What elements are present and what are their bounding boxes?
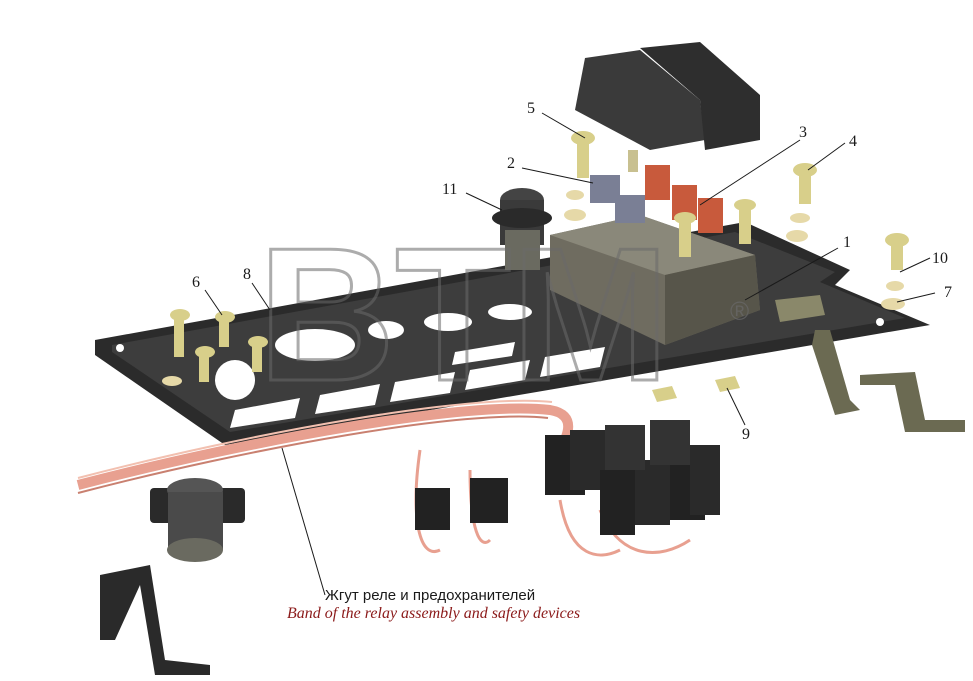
- watermark-registered-mark: ®: [730, 296, 749, 326]
- round-connector: [150, 478, 245, 562]
- relay-socket-cluster: [545, 420, 720, 535]
- callout-4: 4: [849, 133, 857, 150]
- push-button: [492, 188, 552, 270]
- bolt-center-b: [674, 212, 696, 257]
- fuses: [590, 165, 723, 233]
- callout-6: 6: [192, 274, 200, 291]
- caption: Жгут реле и предохранителей Band of the …: [287, 587, 580, 622]
- watermark-text: BTM: [258, 209, 670, 421]
- callouts: 1 2 3 4 5 6 7 8 9 10 11: [192, 100, 952, 443]
- callout-7: 7: [944, 284, 952, 301]
- relay-covers: [575, 42, 760, 172]
- washers: [162, 190, 905, 386]
- nuts-9: [652, 376, 740, 402]
- bolt-10: [885, 233, 909, 270]
- callout-8: 8: [243, 266, 251, 283]
- caption-english: Band of the relay assembly and safety de…: [287, 605, 580, 622]
- caption-russian: Жгут реле и предохранителей: [325, 587, 535, 604]
- callout-3: 3: [799, 124, 807, 141]
- bolts: [170, 131, 909, 382]
- fuse-block: [550, 215, 760, 345]
- callout-1: 1: [843, 234, 851, 251]
- callout-5: 5: [527, 100, 535, 117]
- plug-connectors: [415, 478, 508, 530]
- callout-11: 11: [442, 181, 457, 198]
- bolt-4: [793, 163, 817, 204]
- callout-2: 2: [507, 155, 515, 172]
- right-bracket: [775, 295, 965, 432]
- bolt-5: [571, 131, 595, 178]
- callout-9: 9: [742, 426, 750, 443]
- leader-lines: [204, 112, 936, 596]
- callout-10: 10: [932, 250, 948, 267]
- left-bracket: [100, 565, 210, 675]
- screws-6: [170, 309, 268, 382]
- bolt-center-a: [734, 199, 756, 244]
- watermark: BTM ®: [257, 208, 750, 423]
